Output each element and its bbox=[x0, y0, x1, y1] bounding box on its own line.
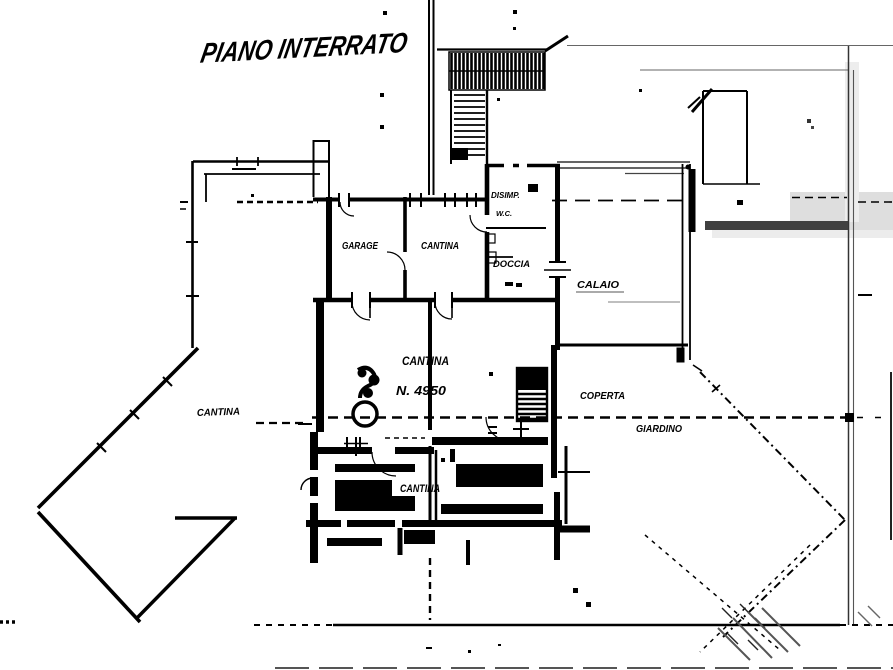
svg-text:DOCCIA: DOCCIA bbox=[493, 259, 530, 270]
svg-text:GIARDINO: GIARDINO bbox=[636, 424, 682, 435]
svg-text:W.C.: W.C. bbox=[496, 209, 512, 218]
svg-text:CANTINA: CANTINA bbox=[197, 407, 240, 419]
svg-text:CANTINA: CANTINA bbox=[400, 483, 440, 495]
svg-text:GARAGE: GARAGE bbox=[342, 240, 379, 252]
svg-text:CALAIO: CALAIO bbox=[577, 280, 619, 291]
svg-text:CANTINA: CANTINA bbox=[402, 354, 449, 368]
svg-text:N. 4950: N. 4950 bbox=[396, 384, 446, 398]
svg-text:DISIMP.: DISIMP. bbox=[491, 191, 520, 200]
svg-text:CANTINA: CANTINA bbox=[421, 241, 459, 252]
svg-text:COPERTA: COPERTA bbox=[580, 391, 625, 402]
